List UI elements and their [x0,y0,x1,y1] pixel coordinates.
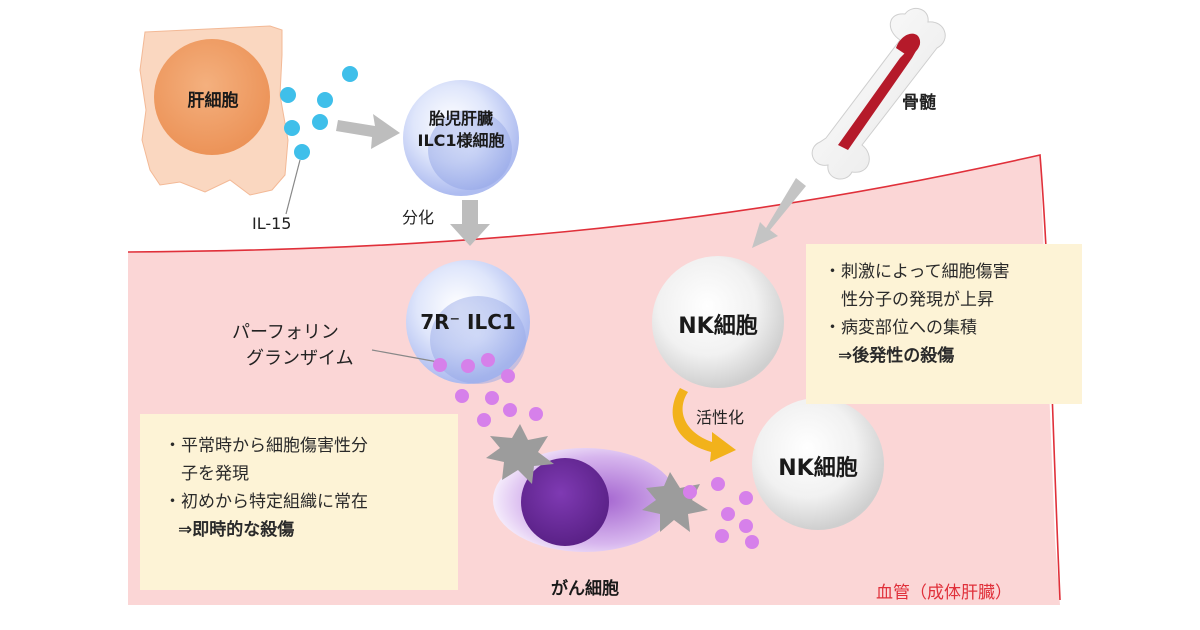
fetal-ilc1-cell [403,80,519,196]
il15-dot [312,114,328,130]
ilc1-note-conclusion: ⇒即時的な殺傷 [178,520,295,540]
fetal-ilc1-label-line2: ILC1様細胞 [417,131,505,150]
il15-dot [342,66,358,82]
nk-note-line-3: ・病変部位への集積 [824,318,977,338]
nk-cell-top-label: NK細胞 [678,314,758,339]
arrow-to-fetal-ilc1 [336,114,400,149]
fetal-ilc1-label-line1: 胎児肝臓 [428,109,493,128]
vessel-wall [127,154,1061,601]
granule-dot [477,413,491,427]
il15-pointer [285,159,301,215]
il15-dot [317,92,333,108]
il15-dot [280,87,296,103]
perforin-label-line1: パーフォリン [232,322,339,343]
granule-dot [485,391,499,405]
vessel-label: 血管（成体肝臓） [876,583,1012,603]
il15-dot [294,144,310,160]
hepatocyte-label: 肝細胞 [187,91,239,111]
ilc1-granules [433,353,543,427]
nk-cell-resting [652,256,784,388]
nk-note-line-2: 性分子の発現が上昇 [824,290,994,310]
il15-dot [284,120,300,136]
perforin-pointer [371,349,439,363]
il15-molecules [280,66,358,160]
ilc1-label: 7R⁻ ILC1 [420,310,516,334]
ilc1-cell [406,260,530,384]
granule-dot [711,477,725,491]
ilc1-note-line-1: ・平常時から細胞傷害性分 [164,436,368,456]
granule-dot [455,389,469,403]
nk-note-conclusion: ⇒後発性の殺傷 [838,346,955,366]
arrow-from-bone-marrow [752,178,806,248]
perforin-label-line2: グランザイム [246,348,354,369]
granule-dot [745,535,759,549]
granule-dot [721,507,735,521]
ilc1-note-line-2: 子を発現 [164,464,249,484]
granule-dot [683,485,697,499]
granule-dot [433,358,447,372]
nk-feature-note: ・刺激によって細胞傷害 性分子の発現が上昇 ・病変部位への集積 ⇒後発性の殺傷 [806,244,1082,404]
differentiation-arrow [450,200,490,246]
perforin-label: パーフォリン グランザイム [232,320,354,372]
granule-dot [503,403,517,417]
granule-dot [739,491,753,505]
granule-dot [461,359,475,373]
granule-dot [481,353,495,367]
granule-dot [739,519,753,533]
nk-cell-bottom-label: NK細胞 [778,456,858,481]
activation-arrow [672,388,736,462]
activation-label: 活性化 [696,408,745,427]
nk-granules [683,477,759,549]
nk-cell-activated [752,398,884,530]
cancer-cell [493,448,677,552]
cancer-cell-label: がん細胞 [551,579,619,599]
granule-dot [501,369,515,383]
differentiation-label: 分化 [402,208,435,227]
fetal-ilc1-label: 胎児肝臓 ILC1様細胞 [408,108,514,152]
hepatocyte-nucleus [154,39,270,155]
attack-burst-ilc1 [486,424,554,484]
granule-dot [715,529,729,543]
il15-label: IL-15 [252,214,292,233]
ilc1-feature-note: ・平常時から細胞傷害性分 子を発現 ・初めから特定組織に常在 ⇒即時的な殺傷 [140,414,458,590]
ilc1-note-line-3: ・初めから特定組織に常在 [164,492,368,512]
bone-icon [811,7,946,180]
granule-dot [529,407,543,421]
nk-note-line-1: ・刺激によって細胞傷害 [824,262,1010,282]
bone-marrow-label: 骨髄 [902,93,936,113]
